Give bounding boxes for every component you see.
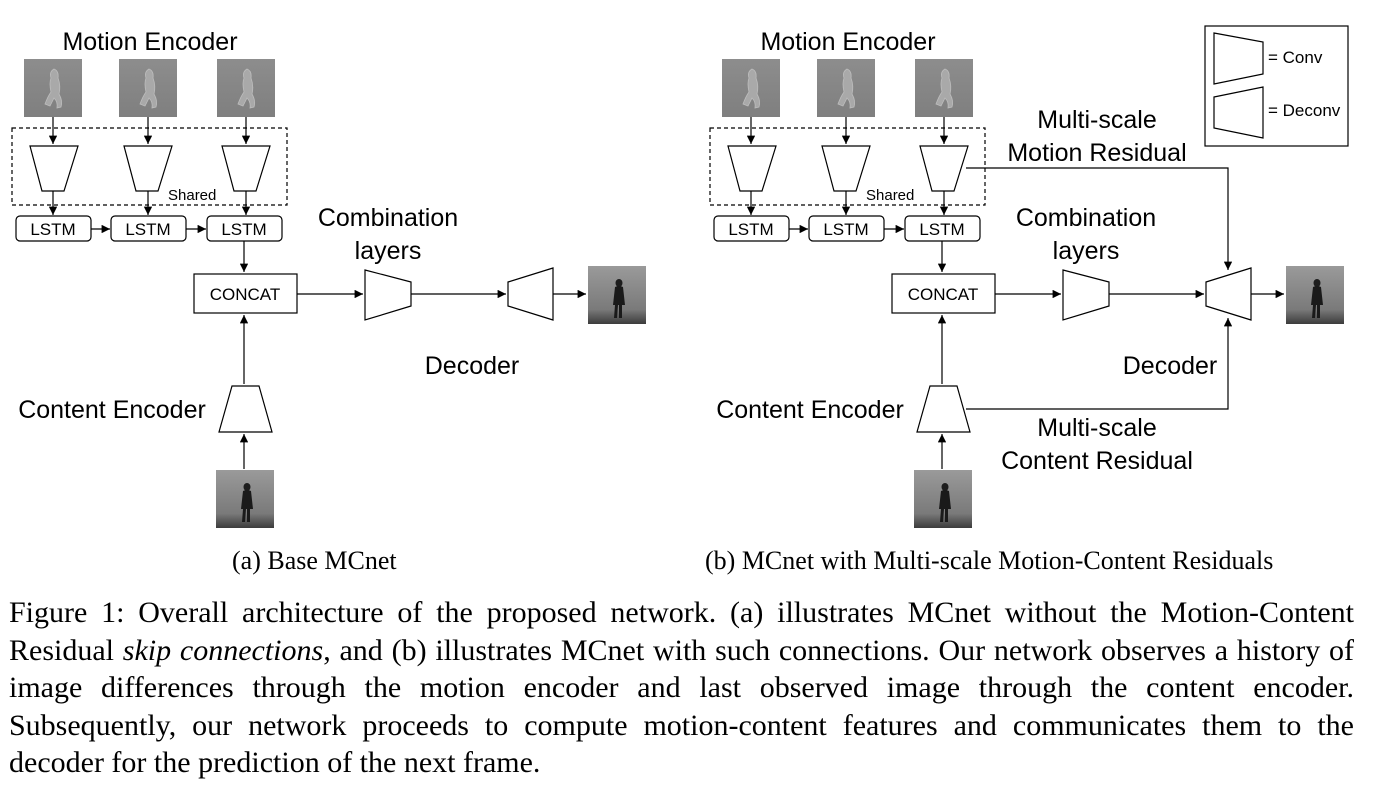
motion-encoder-conv-2 (123, 145, 173, 192)
content-encoder-label: Content Encoder (716, 396, 904, 424)
motion-encoder-label: Motion Encoder (62, 28, 237, 56)
combination-layers-label: Combination (318, 204, 458, 232)
concat-label: CONCAT (908, 285, 979, 304)
concat-label: CONCAT (210, 285, 281, 304)
last-observed-frame (914, 470, 972, 528)
subcaption-b: (b) MCnet with Multi-scale Motion-Conten… (705, 546, 1274, 575)
content-residual-connection (966, 318, 1233, 410)
image-difference-frame-3 (914, 58, 974, 118)
lstm-label: LSTM (30, 220, 75, 239)
combination-layers-label-line2: layers (355, 237, 422, 265)
motion-encoder-conv-2 (821, 145, 871, 192)
motion-encoder-conv-3 (919, 145, 969, 192)
motion-residual-label-line2: Motion Residual (1007, 139, 1186, 167)
content-encoder-conv (218, 385, 273, 433)
shared-weights-box (11, 127, 288, 206)
lstm-label: LSTM (728, 220, 773, 239)
caption-text-continued: , and (b) illustrates MCnet with such co… (9, 633, 1354, 780)
decoder-deconv (507, 267, 554, 321)
panel-a: Motion Encoder Shared LSTM LSTM LSTM CON… (11, 28, 646, 528)
motion-encoder-conv-1 (29, 145, 79, 192)
deconv-legend-label: = Deconv (1268, 101, 1341, 120)
motion-encoder-conv-1 (727, 145, 777, 192)
caption-italic-text: skip connections (122, 633, 324, 667)
decoder-label: Decoder (1123, 352, 1218, 380)
image-difference-frame-1 (23, 58, 83, 118)
caption-text: Figure 1: Overall architecture of the pr… (9, 596, 1354, 667)
motion-residual-label: Multi-scale (1037, 106, 1156, 134)
legend: = Conv = Deconv (1204, 25, 1349, 147)
predicted-frame (588, 266, 646, 324)
motion-encoder-label: Motion Encoder (760, 28, 935, 56)
decoder-deconv (1205, 267, 1252, 321)
subcaption-a: (a) Base MCnet (232, 546, 397, 575)
figure-caption: Figure 1: Overall architecture of the pr… (9, 594, 1354, 782)
last-observed-frame (216, 470, 274, 528)
combination-layers-conv (364, 269, 412, 321)
lstm-label: LSTM (919, 220, 964, 239)
conv-legend-icon (1213, 32, 1264, 85)
image-difference-frame-3 (216, 58, 276, 118)
lstm-label: LSTM (823, 220, 868, 239)
shared-weights-box (709, 127, 986, 206)
content-residual-label: Multi-scale (1037, 414, 1156, 442)
shared-label: Shared (168, 187, 216, 204)
panel-b: Motion Encoder Shared LSTM LSTM LSTM CON… (709, 25, 1349, 528)
shared-label: Shared (866, 187, 914, 204)
decoder-label: Decoder (425, 352, 520, 380)
combination-layers-label-line2: layers (1053, 237, 1120, 265)
architecture-diagram: Motion Encoder Shared LSTM LSTM LSTM CON… (11, 25, 1349, 528)
conv-legend-label: = Conv (1268, 48, 1323, 67)
combination-layers-conv (1062, 269, 1110, 321)
lstm-label: LSTM (221, 220, 266, 239)
image-difference-frame-2 (816, 58, 876, 118)
content-encoder-conv (916, 385, 971, 433)
content-encoder-label: Content Encoder (18, 396, 206, 424)
predicted-frame (1286, 266, 1344, 324)
image-difference-frame-1 (721, 58, 781, 118)
lstm-label: LSTM (125, 220, 170, 239)
motion-residual-connection (966, 167, 1233, 270)
deconv-legend-icon (1213, 86, 1264, 139)
motion-encoder-conv-3 (221, 145, 271, 192)
combination-layers-label: Combination (1016, 204, 1156, 232)
content-residual-label-line2: Content Residual (1001, 447, 1193, 475)
image-difference-frame-2 (118, 58, 178, 118)
